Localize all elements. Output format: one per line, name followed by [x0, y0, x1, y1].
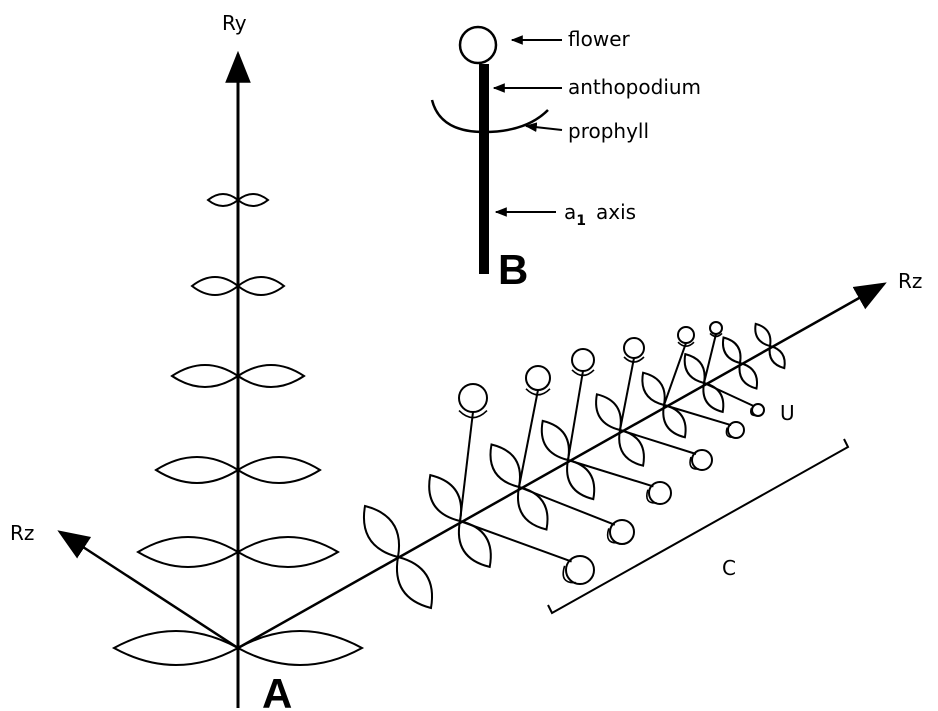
a1-axis-line [567, 459, 654, 488]
prophyll-label: prophyll [568, 119, 649, 143]
anthopodium-stalk [663, 342, 687, 406]
rz-leaf [363, 504, 400, 559]
flowering-branches [458, 321, 765, 585]
lower-prophyll [562, 565, 576, 584]
a1-axis-line [703, 382, 755, 408]
rz-leaf [768, 344, 786, 370]
rz-axis-right [237, 282, 887, 650]
lower-prophyll [750, 407, 757, 417]
ry-leaf [236, 364, 306, 388]
panel-b-schematic: flower anthopodium prophyll a1 axis [430, 25, 701, 274]
anthopodium-stalk [518, 389, 539, 488]
lower-flower [609, 519, 635, 545]
ry-leaf [190, 276, 240, 296]
ry-label: Ry [222, 11, 247, 35]
ry-leaf [235, 630, 365, 666]
rz-leaf [618, 428, 645, 467]
ry-leaf [170, 364, 240, 388]
upper-prophyll [677, 341, 695, 347]
anthopodium-stalk [567, 370, 584, 461]
lower-prophyll [689, 456, 700, 470]
upper-flower [623, 337, 645, 359]
upper-flower [571, 348, 595, 372]
lower-flower [648, 481, 672, 505]
rz-label-left: Rz [10, 521, 34, 545]
a1-axis-prefix: a [564, 200, 576, 224]
anthopodium-stalk [619, 357, 635, 431]
ry-leaf [236, 193, 270, 207]
flower-schematic [458, 25, 498, 65]
anthopodium-stalk [459, 411, 474, 522]
ry-leaf [154, 456, 240, 484]
panel-c-label: C [722, 556, 736, 580]
rz-leaf [641, 371, 666, 407]
a1-axis-line [518, 486, 616, 526]
rz-label-right: Rz [898, 269, 922, 293]
upper-prophyll [525, 388, 551, 396]
lower-flower [565, 555, 595, 585]
upper-prophyll [458, 410, 488, 419]
ry-leaf [236, 456, 322, 484]
upper-prophyll [623, 356, 645, 363]
upper-prophyll [571, 369, 595, 377]
a1-axis-suffix: axis [596, 200, 636, 224]
upper-prophyll [709, 332, 723, 338]
rz-leaf [754, 322, 772, 348]
bracket-c [547, 438, 850, 615]
a1-axis-line [459, 520, 572, 563]
ry-leaf [136, 536, 240, 568]
panel-a-label: A [262, 670, 292, 711]
upper-flower [458, 383, 488, 413]
rz-leaf [595, 393, 622, 432]
rz-axis-left [57, 530, 239, 650]
rz-leaf [566, 458, 596, 501]
anthopodium-stalk [703, 333, 717, 384]
a1-axis-line [619, 429, 697, 455]
ry-leaf [206, 193, 240, 207]
prophyll-schematic [430, 99, 549, 134]
rz-leaf [683, 352, 706, 385]
u-label: U [780, 401, 795, 425]
a1-axis-subscript: 1 [576, 213, 586, 229]
upper-flower [677, 326, 695, 344]
lower-flower [727, 421, 745, 439]
rz-leaf [738, 361, 759, 390]
panel-b-label: B [498, 246, 528, 293]
rz-leaf [457, 519, 492, 569]
rz-leaf [428, 473, 463, 523]
ry-leaf [236, 536, 340, 568]
upper-flower [709, 321, 723, 335]
lower-prophyll [725, 427, 734, 439]
lower-flower [691, 449, 713, 471]
lower-prophyll [646, 489, 657, 504]
ry-leaf-pairs [111, 193, 365, 666]
a1-axis-label: a1 axis [564, 200, 636, 229]
rz-leaf [540, 419, 570, 462]
upper-flower [525, 365, 551, 391]
prophyll-pointer [524, 122, 563, 132]
rz-leaf [489, 443, 521, 489]
a1-axis-line [663, 404, 732, 427]
ry-leaf [236, 276, 286, 296]
rz-leaf [396, 555, 433, 610]
rz-leaf [721, 336, 742, 365]
rz-leaf [662, 403, 687, 439]
flower-label: flower [568, 27, 630, 51]
anthopodium-label: anthopodium [568, 75, 701, 99]
lower-prophyll [606, 528, 619, 544]
lower-flower [751, 403, 765, 417]
